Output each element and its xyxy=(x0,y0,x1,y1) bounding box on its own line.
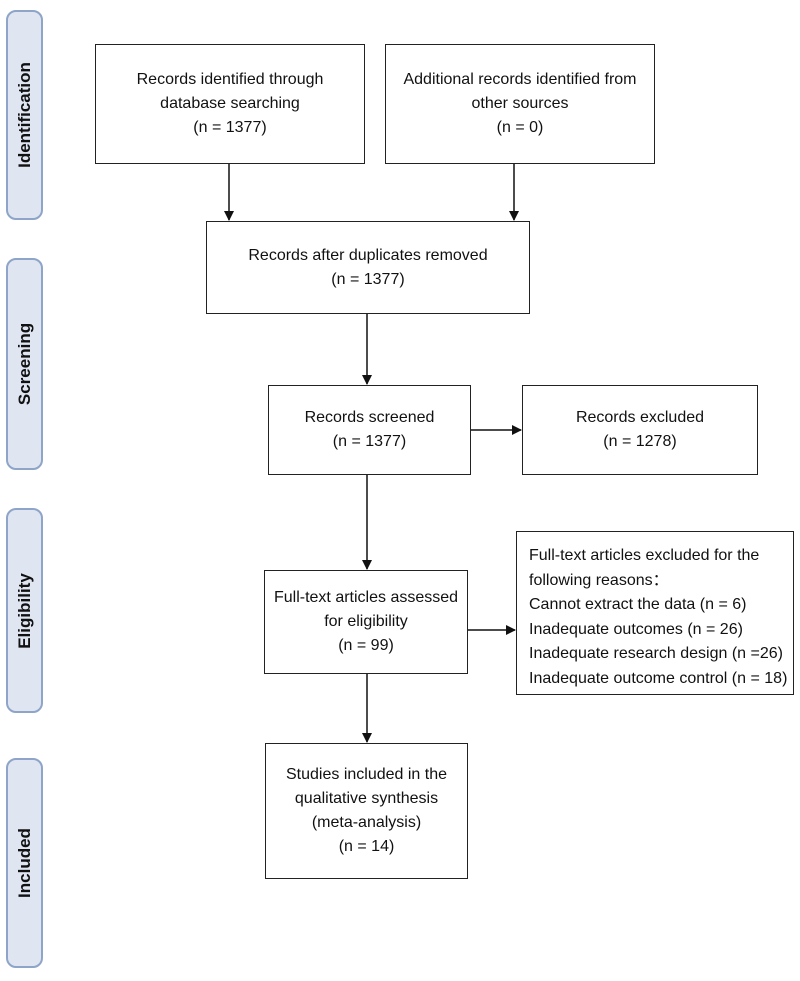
box-line: qualitative synthesis xyxy=(294,790,439,807)
box-line: (n = 14) xyxy=(338,838,395,855)
stage-eligibility: Eligibility xyxy=(6,508,43,713)
box-line: Inadequate research design (n =26) xyxy=(529,645,783,662)
box-line: database searching xyxy=(160,95,300,112)
box-line: Full-text articles assessed xyxy=(273,589,459,606)
box-line: (n = 1278) xyxy=(603,433,677,450)
box-line: Records after duplicates removed xyxy=(248,246,488,264)
box-line: Full-text articles excluded for the xyxy=(529,547,760,564)
included-studies-box: Studies included in the qualitative synt… xyxy=(265,743,468,879)
box-line: (n = 99) xyxy=(338,637,394,654)
records-screened-box: Records screened (n = 1377) xyxy=(268,385,471,475)
stage-included: Included xyxy=(6,758,43,968)
stage-screening: Screening xyxy=(6,258,43,470)
box-line: Additional records identified from xyxy=(403,71,637,88)
box-line: (meta-analysis) xyxy=(311,814,422,831)
box-line: for eligibility xyxy=(324,613,408,630)
box-line: Records identified through xyxy=(136,71,324,88)
box-line: (n = 0) xyxy=(496,119,544,136)
stage-identification: Identification xyxy=(6,10,43,220)
box-line: Records excluded xyxy=(575,409,705,426)
box-line: (n = 1377) xyxy=(193,119,267,136)
box-line: Cannot extract the data (n = 6) xyxy=(529,596,747,613)
box-line: Inadequate outcome control (n = 18) xyxy=(529,669,788,687)
box-line: (n = 1377) xyxy=(332,433,407,450)
records-excluded-box: Records excluded (n = 1278) xyxy=(522,385,758,475)
box-line: other sources xyxy=(471,95,569,112)
database-records-box: Records identified through database sear… xyxy=(95,44,365,164)
box-line: Studies included in the xyxy=(286,766,447,783)
box-line: (n = 1377) xyxy=(331,270,405,288)
other-sources-box: Additional records identified from other… xyxy=(385,44,655,164)
fulltext-excluded-box: Full-text articles excluded for the foll… xyxy=(516,531,794,695)
duplicates-removed-box: Records after duplicates removed (n = 13… xyxy=(206,221,530,314)
box-line: Inadequate outcomes (n = 26) xyxy=(529,620,743,638)
fulltext-assessed-box: Full-text articles assessed for eligibil… xyxy=(264,570,468,674)
box-line: Records screened xyxy=(304,409,435,426)
box-line: following reasons： xyxy=(529,571,669,589)
